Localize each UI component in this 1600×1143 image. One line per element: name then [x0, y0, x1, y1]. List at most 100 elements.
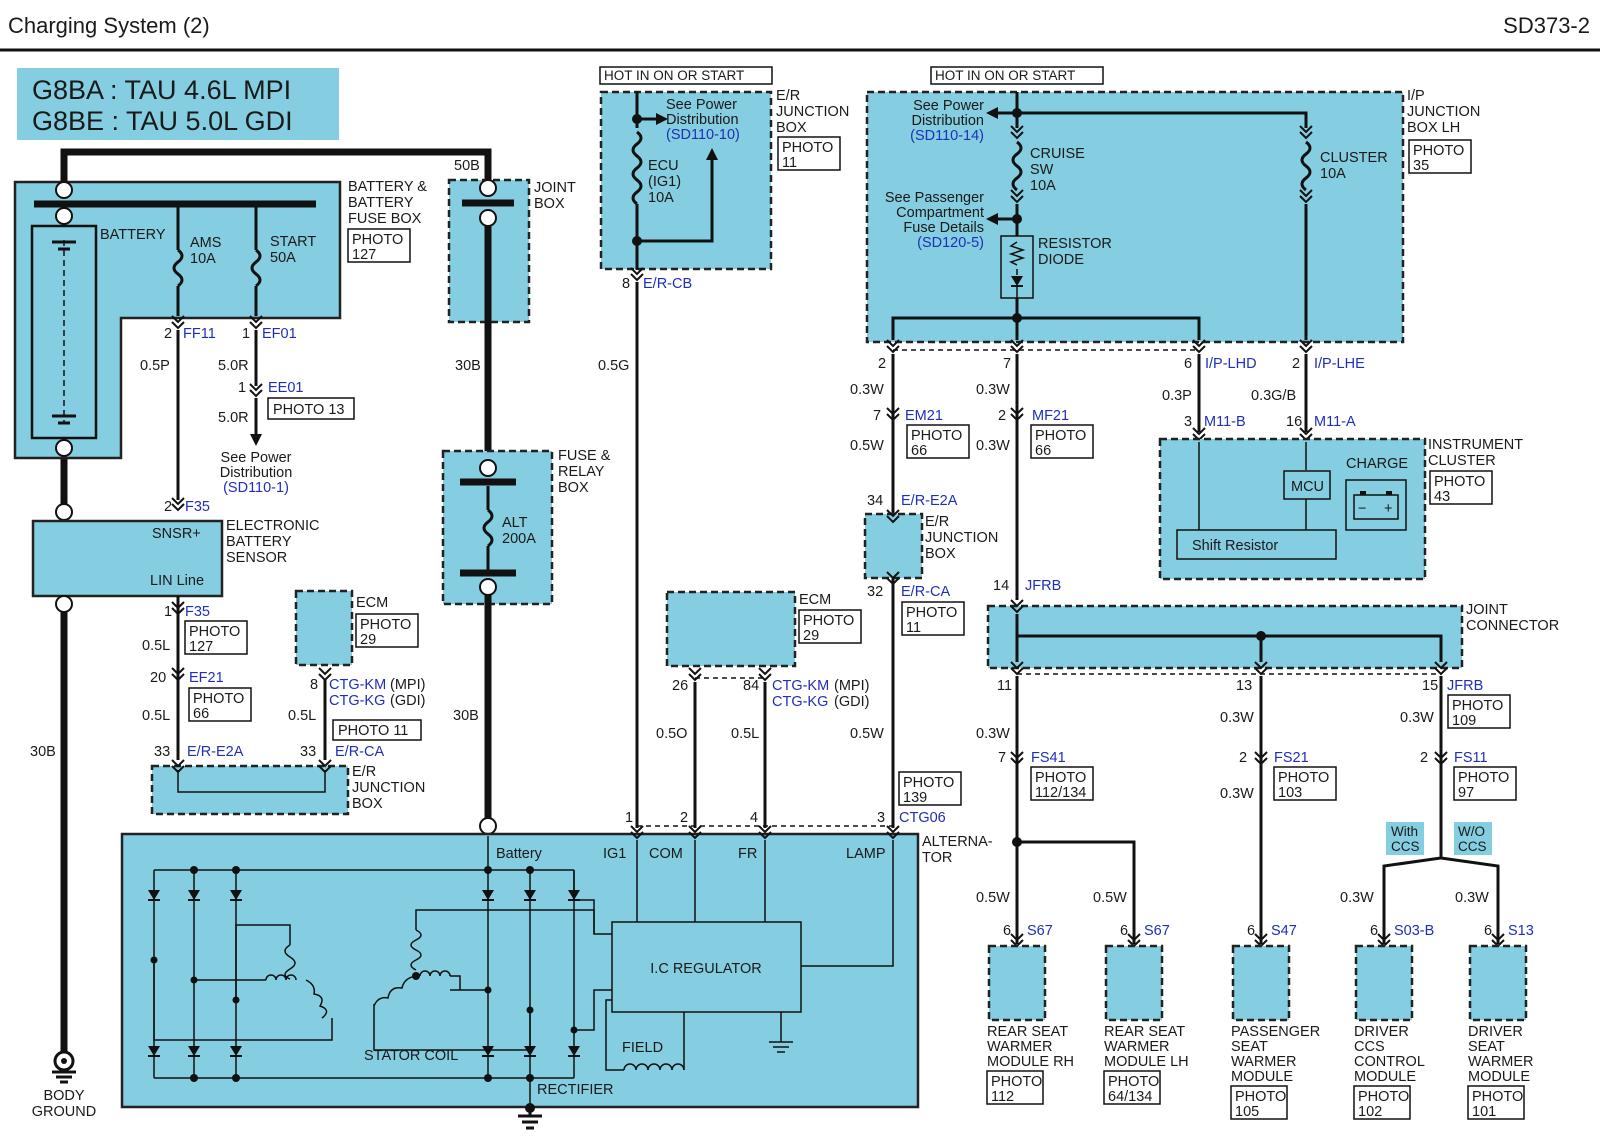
module-pin: 6 [1003, 923, 1011, 939]
shift-resistor-box [1176, 529, 1337, 560]
wire-05l-a: 0.5L [142, 638, 170, 654]
module-label-l1: REAR SEAT [1104, 1024, 1185, 1040]
er-mid-ca: E/R-CA [901, 584, 950, 600]
er-mid-photo-num: 11 [906, 620, 921, 636]
cluster-fuse-rating: 10A [1320, 166, 1346, 182]
diode-label: DIODE [1038, 252, 1084, 268]
body-ground-label-1: BODY [43, 1088, 84, 1104]
ecm-small: ECM PHOTO 29 8 CTG-KM (MPI) CTG-KG (GDI)… [288, 589, 425, 760]
module-pin: 6 [1247, 923, 1255, 939]
er-top-photo-num: 11 [782, 155, 797, 171]
alt-fuse-name: ALT [502, 515, 528, 531]
cruise-fuse-sw: SW [1030, 162, 1054, 178]
ip-junction-box: HOT IN ON OR START See Power Distributio… [865, 66, 1480, 344]
engine-variant-label: G8BA : TAU 4.6L MPI G8BE : TAU 5.0L GDI [17, 68, 339, 140]
alt-name-1: ALTERNA- [922, 834, 993, 850]
jc-photo-num: 109 [1452, 713, 1476, 729]
alt-pin1: 1 [625, 810, 633, 826]
wo-ccs-1: W/O [1458, 824, 1485, 839]
alt-ig1-label: IG1 [603, 846, 626, 862]
engine-line-2: G8BE : TAU 5.0L GDI [32, 106, 293, 136]
em21: EM21 [905, 408, 943, 424]
ecm-small-name: ECM [356, 595, 388, 611]
module-photo-box [1467, 1085, 1525, 1120]
module-connector: S13 [1508, 923, 1534, 939]
ecu-fuse-rating: 10A [648, 190, 674, 206]
er-distribution: Distribution [666, 112, 739, 128]
module-connector: S67 [1144, 923, 1170, 939]
diagram-code: SD373-2 [1503, 13, 1590, 38]
er-mid-name-1: E/R [925, 514, 949, 530]
wire-03gb: 0.3G/B [1251, 388, 1296, 404]
pin-ff11-num: 2 [164, 326, 172, 342]
ip-pin-7: 7 [1003, 356, 1011, 372]
ip-name-2: JUNCTION [1407, 104, 1480, 120]
fs41: FS41 [1031, 750, 1066, 766]
er-junction-box-top: HOT IN ON OR START See Power Distributio… [598, 66, 849, 828]
module-photo-box [1230, 1085, 1288, 1120]
wire-03p: 0.3P [1162, 388, 1192, 404]
module-box [987, 944, 1047, 1022]
module-photo-num: 112 [991, 1089, 1014, 1105]
ecm-mid-name: ECM [799, 592, 831, 608]
battery-box-name-1: BATTERY & [348, 179, 427, 195]
battery-label: BATTERY [100, 227, 166, 243]
joint-box: 50B JOINT BOX 30B [447, 158, 576, 460]
stator-coil-label: STATOR COIL [364, 1048, 458, 1064]
ecm-mid-photo: PHOTO [803, 613, 854, 629]
module-photo: PHOTO [1235, 1089, 1286, 1105]
er-top-wire: 0.5G [598, 358, 629, 374]
pin-33b: 33 [300, 744, 316, 760]
alt-photo-num: 139 [903, 790, 927, 806]
start-fuse: START 50A [250, 204, 316, 316]
er-see-power: See Power [666, 97, 737, 113]
battery-box-photo-num: 127 [352, 247, 376, 263]
start-fuse-rating: 50A [270, 250, 296, 266]
seat-wire-1: 0.3W [976, 726, 1010, 742]
seat-wire-05w-b: 0.5W [1093, 890, 1127, 906]
jc-pin13: 13 [1236, 678, 1252, 694]
m11b-num: 3 [1184, 414, 1192, 430]
module-photo-box [986, 1070, 1044, 1105]
pin-e2a-left: E/R-E2A [187, 744, 244, 760]
module-photo: PHOTO [991, 1074, 1042, 1090]
ef21-photo: PHOTO [193, 691, 244, 707]
er-mid-pin34: 34 [867, 493, 883, 509]
f35-photo: PHOTO [189, 624, 240, 640]
cluster-name-1: INSTRUMENT [1428, 437, 1523, 453]
wire-05o: 0.5O [656, 726, 687, 742]
ecm-small-wire: 0.5L [288, 708, 316, 724]
module-label-l2: SEAT [1468, 1039, 1505, 1055]
wo-ccs-2: CCS [1458, 839, 1487, 854]
module-label-l1: REAR SEAT [987, 1024, 1068, 1040]
pin-ee01: EE01 [268, 380, 303, 396]
ip-see-power: See Power [913, 98, 984, 114]
er-mid-photo: PHOTO [906, 605, 957, 621]
alt-lamp-label: LAMP [846, 846, 886, 862]
em21-photo-num: 66 [911, 443, 927, 459]
ecm-small-gdi: (GDI) [390, 693, 425, 709]
ip-lhd: I/P-LHD [1205, 356, 1257, 372]
module-photo: PHOTO [1108, 1074, 1159, 1090]
pin-33a: 33 [154, 744, 170, 760]
pin-ef21: EF21 [189, 670, 224, 686]
ip-lhe: I/P-LHE [1314, 356, 1365, 372]
ic-regulator [611, 921, 802, 1013]
ip-ref-2: (SD120-5) [917, 235, 984, 251]
wire-03w-a: 0.3W [850, 382, 884, 398]
battery-output-wires: 2 FF11 1 EF01 0.5P 5.0R 1 EE01 PHOTO 13 … [140, 315, 355, 515]
ip-pin-2b: 2 [1292, 356, 1300, 372]
seat-wire-03w-d: 0.3W [1340, 890, 1374, 906]
charge-lamp-box [1345, 479, 1407, 531]
ecm-mid-photo-num: 29 [803, 628, 819, 644]
module-label-l3: WARMER [1468, 1054, 1534, 1070]
mf21-num: 2 [998, 408, 1006, 424]
module-pin: 6 [1484, 923, 1492, 939]
wire-05w-em: 0.5W [850, 438, 884, 454]
cluster-name-2: CLUSTER [1428, 453, 1496, 469]
mf21-photo: PHOTO [1035, 428, 1086, 444]
joint-box-name-2: BOX [534, 196, 565, 212]
wo-ccs-tag [1454, 822, 1492, 855]
er-top-name-1: E/R [776, 88, 800, 104]
